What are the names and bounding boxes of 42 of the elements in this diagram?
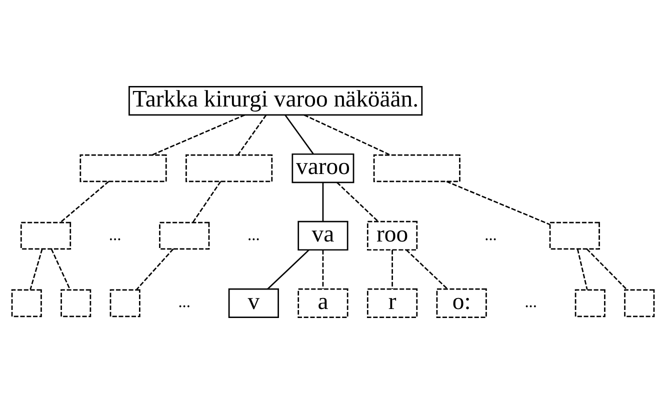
node-box [574,288,606,317]
connector [322,249,324,289]
label: ... [484,224,497,244]
connector [60,180,110,222]
node-box [11,288,42,317]
connector [267,248,310,290]
connector [586,248,628,290]
connector [446,180,550,225]
node-box [20,221,72,250]
node-box [624,288,655,317]
node-box [186,154,273,182]
connector [192,180,222,222]
label: ... [524,292,538,311]
connector [136,248,174,290]
node-box [159,221,210,250]
node-box: varoo [292,152,354,183]
node-box: roo [366,220,418,250]
node-box: v [228,288,279,318]
label: ... [248,224,260,244]
connector [284,114,314,154]
connector [322,182,324,222]
connector [304,114,391,156]
node-box [549,221,600,250]
connector [152,114,246,156]
connector [50,248,71,290]
label: ... [178,292,191,311]
connector [576,248,588,290]
node-box: a [298,288,348,318]
node-box [80,154,167,182]
connector [406,248,448,290]
node-box [373,154,460,182]
node-box: r [366,288,418,318]
connector [392,249,393,289]
connector [30,248,43,290]
label: ... [108,224,122,244]
node-box [110,288,140,317]
node-box: va [298,220,348,250]
node-box: o: [436,288,487,318]
connector [237,114,267,155]
node-box [60,288,92,317]
connector [336,181,379,222]
node-box: Tarkka kirurgi varoo näköään. [128,85,423,116]
